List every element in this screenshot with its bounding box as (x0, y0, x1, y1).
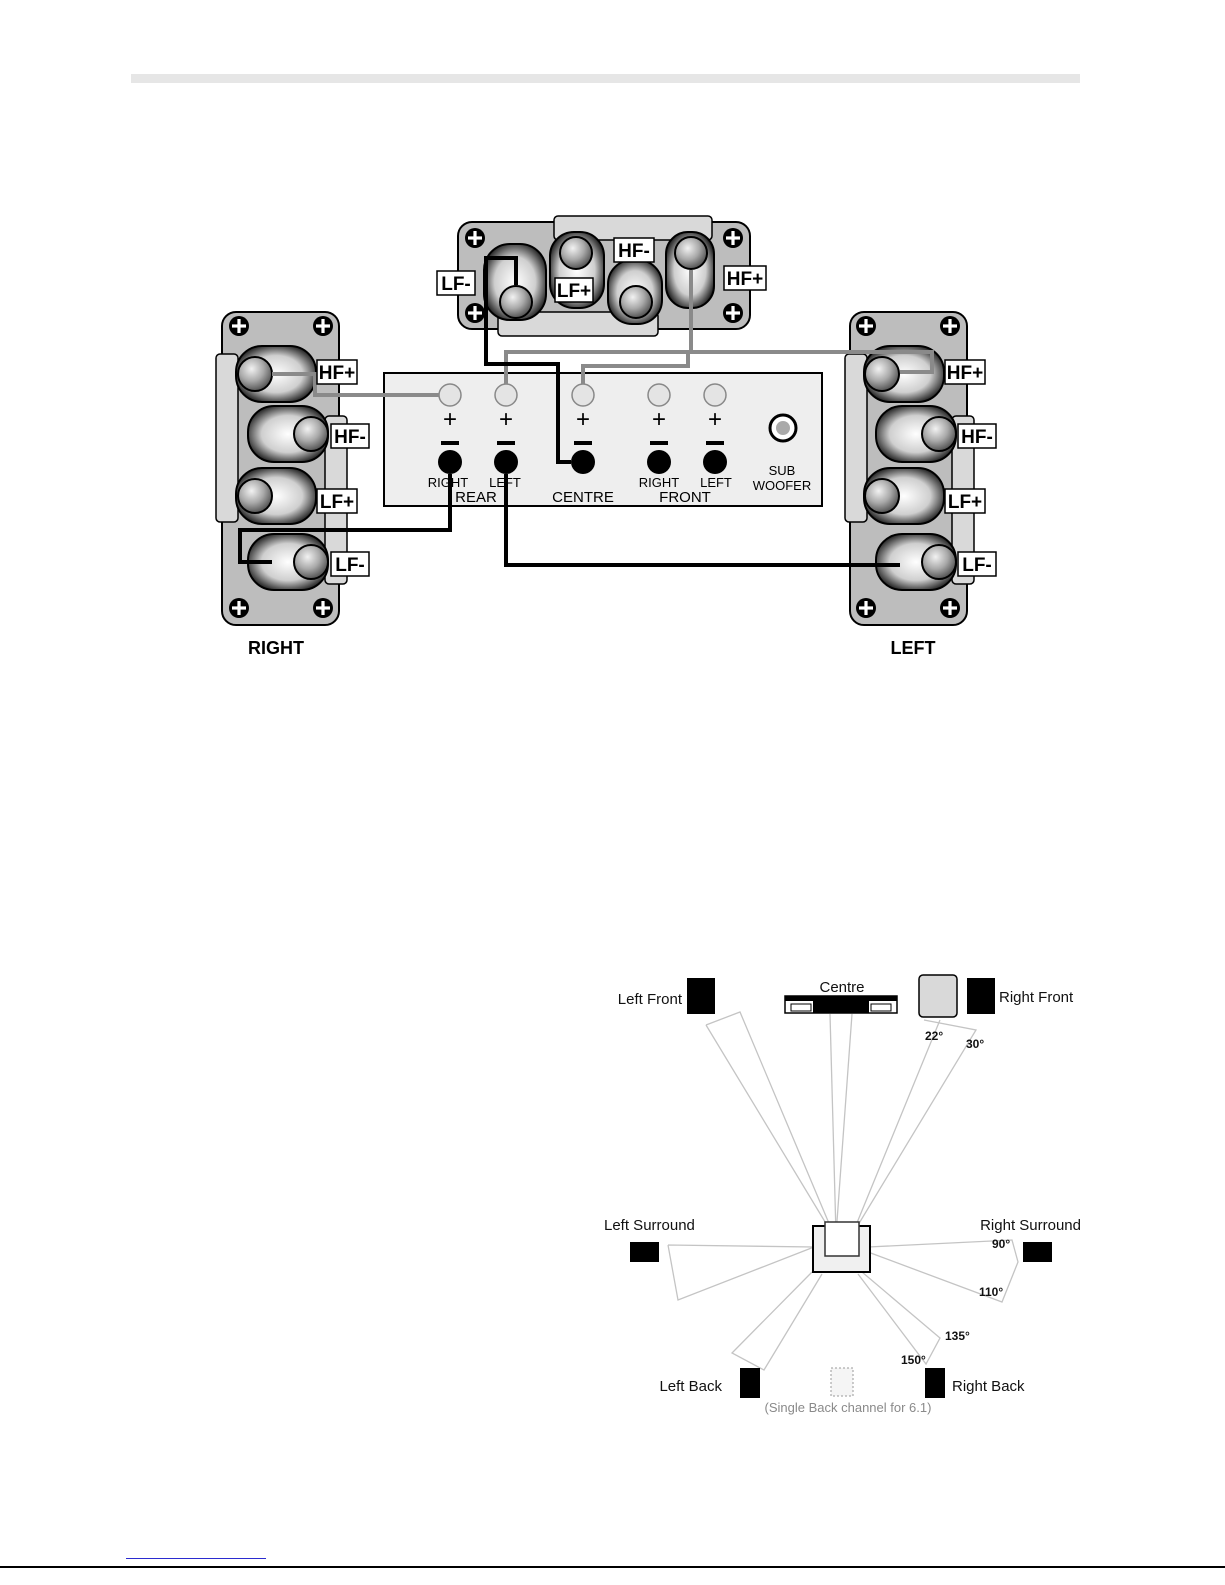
left-surround-label: Left Surround (604, 1217, 695, 1234)
centre-label: Centre (819, 979, 864, 996)
left-front-label: Left Front (618, 991, 683, 1008)
right-back-speaker (925, 1368, 945, 1398)
left-back-speaker (740, 1368, 760, 1398)
single-back-note: (Single Back channel for 6.1) (765, 1400, 932, 1415)
right-front-speaker (967, 978, 995, 1014)
wedge-centre (830, 1014, 852, 1235)
angle-150: 150° (901, 1353, 926, 1367)
right-back-label: Right Back (952, 1378, 1025, 1395)
wedge-left-front (706, 1012, 836, 1240)
single-back-speaker (831, 1368, 853, 1396)
wedge-right-back (858, 1272, 940, 1364)
right-front-label: Right Front (999, 989, 1074, 1006)
angle-90: 90° (992, 1237, 1010, 1251)
centre-speaker (785, 996, 897, 1013)
wedge-left-back (732, 1272, 822, 1370)
footer-link-underline[interactable] (126, 1558, 266, 1559)
left-back-label: Left Back (659, 1378, 722, 1395)
left-front-speaker (687, 978, 715, 1014)
footer-rule (0, 1566, 1225, 1568)
wedge-right-front (852, 1020, 976, 1235)
right-surround-label: Right Surround (980, 1217, 1081, 1234)
angle-30: 30° (966, 1037, 984, 1051)
left-surround-speaker (630, 1242, 659, 1262)
angle-22: 22° (925, 1029, 943, 1043)
angle-110: 110° (979, 1285, 1003, 1299)
right-front-alt-speaker (919, 975, 957, 1017)
right-surround-speaker (1023, 1242, 1052, 1262)
angle-135: 135° (945, 1329, 970, 1343)
